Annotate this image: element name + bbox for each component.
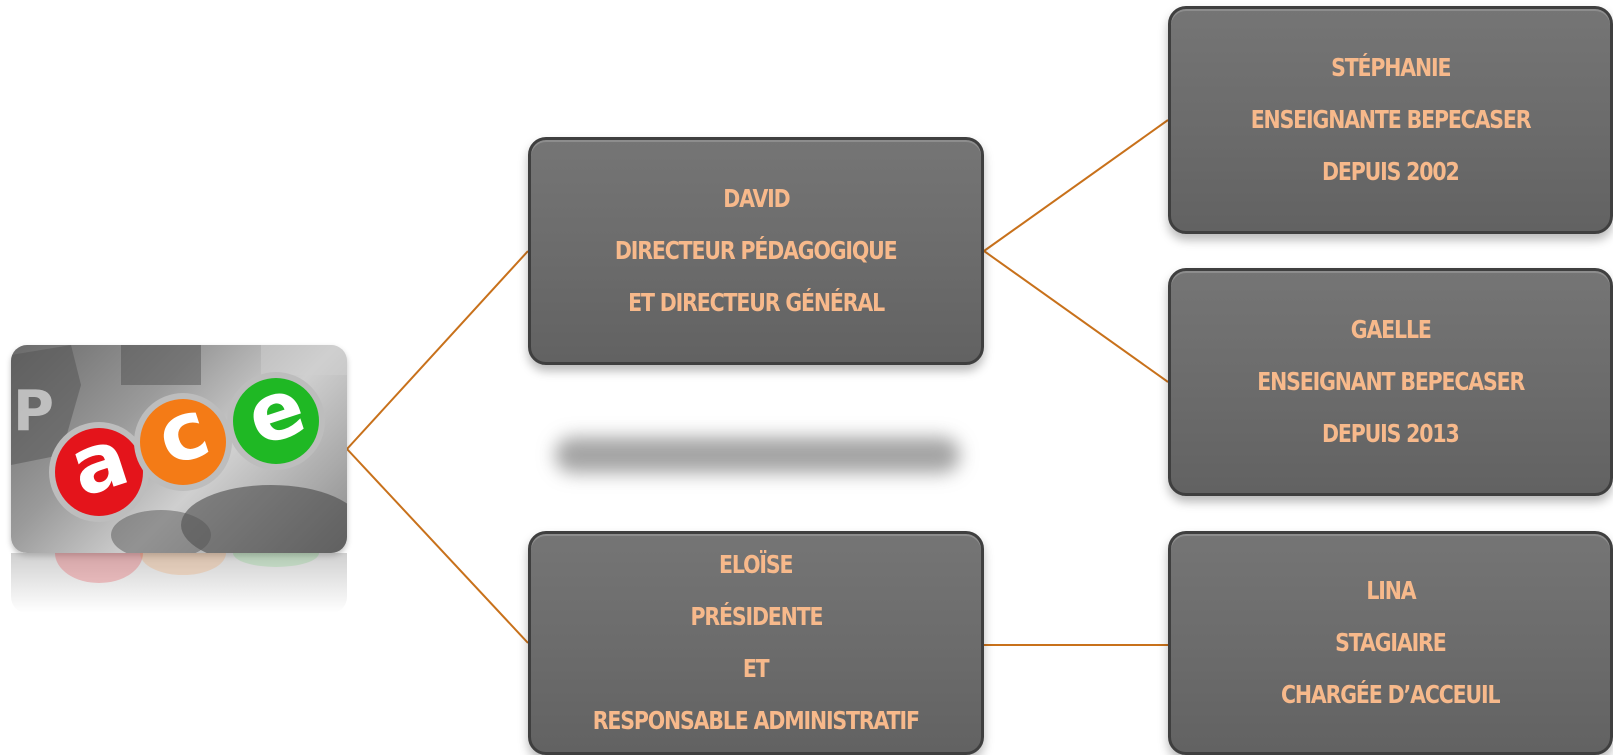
node-role: PRÉSIDENTE xyxy=(690,602,823,631)
node-role: STAGIAIRE xyxy=(1335,628,1447,657)
connector-logo-to-eloise xyxy=(346,448,529,644)
connector-david-to-gaelle xyxy=(983,250,1169,383)
node-name: DAVID xyxy=(722,184,790,213)
ace-logo: P a c e xyxy=(11,345,347,553)
node-lina: LINA STAGIAIRE CHARGÉE D’ACCEUIL xyxy=(1168,531,1613,755)
ace-logo-reflection xyxy=(11,553,347,613)
node-stephanie: STÉPHANIE ENSEIGNANTE BEPECASER DEPUIS 2… xyxy=(1168,6,1613,234)
node-role: ET xyxy=(743,654,770,683)
node-role: RESPONSABLE ADMINISTRATIF xyxy=(592,706,920,735)
svg-text:P: P xyxy=(13,379,54,444)
node-name: ELOÏSE xyxy=(719,550,793,579)
node-role: CHARGÉE D’ACCEUIL xyxy=(1281,680,1501,709)
node-role: DIRECTEUR PÉDAGOGIQUE xyxy=(615,236,898,265)
node-name: GAELLE xyxy=(1350,315,1432,344)
node-david: DAVID DIRECTEUR PÉDAGOGIQUE ET DIRECTEUR… xyxy=(528,137,984,365)
node-eloise: ELOÏSE PRÉSIDENTE ET RESPONSABLE ADMINIS… xyxy=(528,531,984,755)
node-name: STÉPHANIE xyxy=(1330,53,1451,82)
node-role: ENSEIGNANTE BEPECASER xyxy=(1250,105,1532,134)
connector-logo-to-david xyxy=(346,250,529,450)
node-name: LINA xyxy=(1365,576,1416,605)
node-since: DEPUIS 2013 xyxy=(1322,419,1460,448)
connector-david-to-stephanie xyxy=(983,119,1169,252)
node-since: DEPUIS 2002 xyxy=(1322,157,1460,186)
decorative-shadow xyxy=(555,437,960,473)
node-gaelle: GAELLE ENSEIGNANT BEPECASER DEPUIS 2013 xyxy=(1168,268,1613,496)
node-role: ET DIRECTEUR GÉNÉRAL xyxy=(628,288,885,317)
node-role: ENSEIGNANT BEPECASER xyxy=(1257,367,1525,396)
